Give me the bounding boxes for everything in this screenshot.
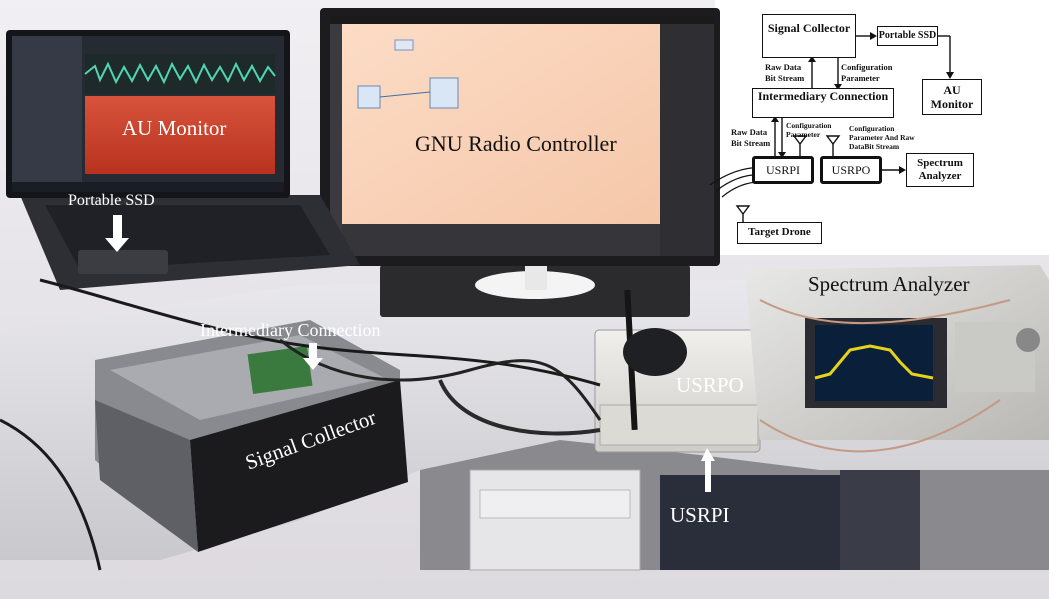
diagram-usrpo-box: USRPO [820, 156, 882, 184]
analyzer-display [815, 325, 933, 401]
diagram-antenna-icons [735, 135, 841, 222]
diagram-spectrum-analyzer-box: Spectrum Analyzer [906, 153, 974, 187]
diagram-target-drone-box: Target Drone [737, 222, 822, 244]
diagram-label-config-and-raw: Configuration Parameter And Raw DataBit … [849, 124, 915, 151]
diagram-label-config-top: Configuration Parameter [841, 62, 893, 83]
portable-ssd-arrow [105, 215, 129, 252]
console-panel [342, 224, 660, 256]
mouse [623, 328, 687, 376]
drawer-cabinet [469, 469, 641, 571]
diagram-label-raw-data-left: Raw Data Bit Stream [731, 127, 771, 148]
cable [438, 379, 601, 436]
diagram-usrpi-box: USRPI [752, 156, 814, 184]
analyzer-knob [1016, 328, 1040, 352]
flowgraph-block [429, 77, 459, 109]
coax-cable [759, 299, 1011, 325]
label-portable-ssd: Portable SSD [68, 192, 155, 209]
under-desk-bag [660, 475, 860, 570]
dock [330, 24, 342, 256]
label-spectrum-analyzer: Spectrum Analyzer [808, 272, 970, 296]
coax-cable [759, 399, 1001, 453]
gnu-radio-canvas [342, 24, 660, 224]
portable-ssd-device [78, 250, 168, 274]
waveform-trace [84, 61, 276, 85]
under-desk-bag-2 [840, 470, 920, 570]
usrp-front-panel [599, 404, 759, 446]
signal-collector-side [95, 400, 198, 552]
flowgraph-block [357, 85, 381, 109]
diagram-label-raw-data-top: Raw Data Bit Stream [765, 62, 805, 83]
label-gnu-radio-controller: GNU Radio Controller [415, 131, 617, 156]
label-usrpi: USRPI [670, 503, 730, 527]
intermediary-connection-arrow [303, 343, 323, 370]
block-tree-panel [660, 24, 714, 256]
drawer [479, 489, 631, 519]
diagram-intermediary-connection-box: Intermediary Connection [752, 88, 894, 118]
label-usrpo: USRPO [676, 373, 744, 397]
label-au-monitor: AU Monitor [122, 116, 227, 140]
diagram-au-monitor-box: AU Monitor [922, 79, 982, 115]
cable [0, 418, 102, 571]
diagram-arrowheads [771, 32, 954, 174]
circuit-board [247, 346, 313, 394]
file-list-panel [12, 36, 82, 192]
taskbar [12, 182, 284, 192]
spectrum-trace [814, 344, 934, 380]
usrpi-arrow [701, 448, 715, 492]
label-intermediary-connection: Intermediary Connection [200, 320, 381, 340]
diagram-portable-ssd-box: Portable SSD [877, 26, 938, 46]
screen-topbar [330, 16, 714, 24]
signal-collector-front-panel [190, 380, 408, 552]
diagram-signal-collector-box: Signal Collector [762, 14, 856, 58]
flowgraph-block [394, 39, 414, 51]
waveform-panel [85, 54, 275, 94]
cable [279, 338, 602, 421]
spectrogram-panel [85, 96, 275, 174]
flowgraph-connection [379, 91, 431, 98]
diagram-label-config-left: Configuration Parameter [786, 121, 832, 139]
